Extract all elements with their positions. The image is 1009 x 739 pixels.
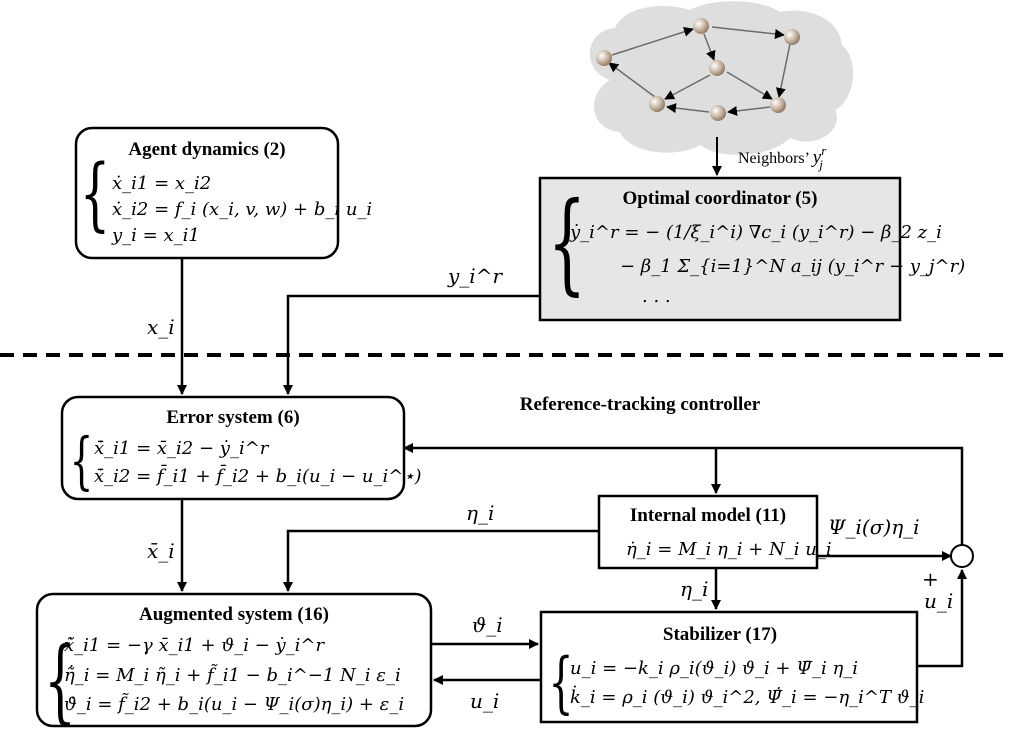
- stabilizer-eq-1: u_i = −k_i ρ_i(ϑ_i) ϑ_i + Ψ̄_i η_i: [570, 658, 858, 679]
- network-nodes: [596, 18, 800, 121]
- network-node: [710, 105, 726, 121]
- edge: [775, 43, 791, 98]
- network-node: [596, 50, 612, 66]
- edge: [664, 74, 711, 100]
- optimal-coordinator-box: [538, 176, 902, 322]
- coordinator-title: Optimal coordinator (5): [623, 188, 818, 209]
- augmented-brace: {: [44, 626, 76, 734]
- u-label-2: u_i: [924, 589, 953, 613]
- coordinator-eq-2: − β_1 Σ_{i=1}^N a_ij (y_i^r − y_j^r): [620, 256, 965, 277]
- agent-dynamics-box: [74, 126, 340, 260]
- agent-eq-3: y_i = x_i1: [111, 225, 200, 246]
- coordinator-brace: {: [548, 178, 586, 306]
- yr-signal-label: y_i^r: [447, 264, 503, 288]
- stabilizer-eq-2: k̇_i = ρ_i (ϑ_i) ϑ_i^2, Ψ̄̇_i = −η_i^T ϑ…: [570, 684, 924, 708]
- augmented-eq-3: ϑ̇_i = f̃_i2 + b_i(u_i − Ψ_i(σ)η_i) + ε_…: [64, 692, 404, 715]
- error-eq-2: x̄̇_i2 = f̄_i1 + f̄_i2 + b_i(u_i − u_i^⋆…: [94, 463, 422, 487]
- u-label-1: u_i: [470, 689, 499, 713]
- section-label: Reference-tracking controller: [520, 394, 761, 415]
- stabilizer-brace: {: [548, 643, 573, 721]
- eta-signal-label-2: η_i: [680, 577, 708, 601]
- network-node: [693, 18, 709, 34]
- edge: [608, 62, 656, 98]
- internal-title: Internal model (11): [630, 505, 786, 526]
- edge: [666, 103, 710, 114]
- network-node: [709, 60, 725, 76]
- u-to-junction-arrow: [917, 569, 967, 668]
- error-brace: {: [70, 426, 94, 498]
- stabilizer-box: [539, 610, 919, 724]
- edge: [711, 26, 785, 39]
- coordinator-eq-3: . . .: [642, 286, 671, 307]
- edge: [727, 105, 771, 116]
- yr-signal-arrow: [283, 294, 540, 395]
- psi-eta-label: Ψ_i(σ)η_i: [828, 515, 920, 539]
- agent-eq-2: ẋ_i2 = f_i (x_i, v, w) + b_i u_i: [112, 199, 372, 220]
- feedback-arrow: [403, 443, 964, 546]
- internal-eq-1: η̇_i = M_i η_i + N_i u_i: [626, 539, 832, 560]
- agent-brace: {: [80, 147, 111, 240]
- agent-title: Agent dynamics (2): [128, 139, 285, 160]
- coordinator-eq-1: ẏ_i^r = − (1/ξ_i^i) ∇c_i (y_i^r) − β_2 z…: [569, 222, 942, 243]
- augmented-title: Augmented system (16): [139, 604, 329, 625]
- error-title: Error system (6): [166, 407, 299, 428]
- agent-eq-1: ẋ_i1 = x_i2: [112, 173, 211, 194]
- summing-junction: [950, 544, 974, 568]
- plus-sign: +: [922, 567, 939, 591]
- x-signal-label: x_i: [147, 315, 175, 339]
- network-node: [770, 97, 786, 113]
- error-eq-1: x̄̇_i1 = x̄_i2 − ẏ_i^r: [94, 438, 270, 459]
- eta-to-augmented-arrow: [283, 529, 599, 592]
- network-node: [649, 96, 665, 112]
- edge: [726, 71, 773, 100]
- edge: [703, 33, 716, 61]
- network-node: [784, 29, 800, 45]
- theta-label: ϑ_i: [472, 613, 503, 637]
- augmented-eq-1: x̃̇_i1 = −γ x̄_i1 + ϑ_i − ẏ_i^r: [64, 635, 325, 656]
- edge: [611, 26, 694, 56]
- augmented-eq-2: η̃̇_i = M_i η̃_i + f̃_i1 − b_i^−1 N_i ε_…: [64, 663, 401, 686]
- augmented-system-box: [35, 592, 433, 728]
- network-edges: [608, 26, 791, 116]
- xbar-signal-label: x̄_i: [147, 539, 175, 563]
- stabilizer-title: Stabilizer (17): [663, 624, 777, 645]
- eta-signal-label-1: η_i: [466, 501, 494, 525]
